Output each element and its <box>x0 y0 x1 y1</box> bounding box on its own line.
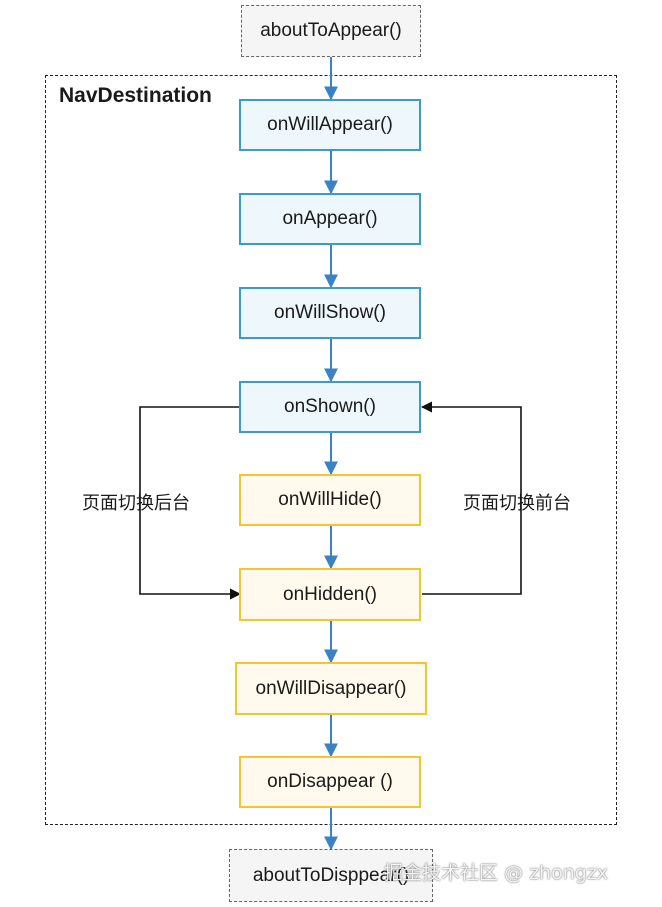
arrow-to-foreground <box>420 401 522 595</box>
on-appear-label: onAppear() <box>282 208 378 229</box>
on-disappear-node: onDisappear () <box>239 756 421 808</box>
about-to-disappear-node: aboutToDisppear() <box>229 849 433 902</box>
about-to-appear-label: aboutToAppear() <box>260 20 402 41</box>
container-label: NavDestination <box>59 84 212 107</box>
on-disappear-label: onDisappear () <box>267 771 393 792</box>
arrow-to-background <box>139 406 242 600</box>
on-will-show-node: onWillShow() <box>239 287 421 339</box>
on-shown-label: onShown() <box>284 396 376 417</box>
on-hidden-node: onHidden() <box>239 568 421 621</box>
to-background-label: 页面切换后台 <box>82 493 190 514</box>
on-will-appear-node: onWillAppear() <box>239 99 421 151</box>
about-to-appear-node: aboutToAppear() <box>241 5 421 57</box>
to-foreground-label: 页面切换前台 <box>463 493 571 514</box>
on-will-disappear-label: onWillDisappear() <box>255 677 407 699</box>
on-will-disappear-node: onWillDisappear() <box>235 662 427 715</box>
on-shown-node: onShown() <box>239 381 421 433</box>
on-will-hide-label: onWillHide() <box>278 489 382 510</box>
on-will-appear-label: onWillAppear() <box>267 114 393 135</box>
watermark: 掘金技术社区 @ zhongzx <box>384 862 609 884</box>
on-will-hide-node: onWillHide() <box>239 474 421 526</box>
on-appear-node: onAppear() <box>239 193 421 245</box>
on-hidden-label: onHidden() <box>283 583 377 605</box>
about-to-disappear-label: aboutToDisppear() <box>252 864 410 886</box>
on-will-show-label: onWillShow() <box>274 302 386 323</box>
